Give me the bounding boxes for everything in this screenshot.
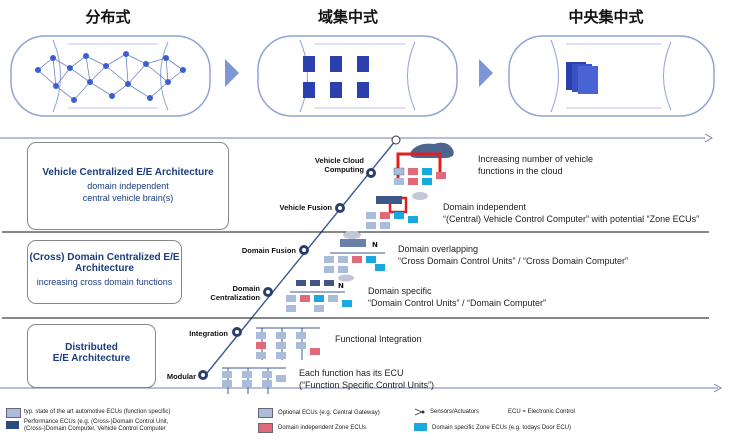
level-title-line2: Architecture	[75, 263, 134, 274]
legend-performance-ecu: Performance ECUs (e.g. (Cross-)Domain Co…	[24, 419, 168, 433]
header-central-centralized: 中央集中式	[568, 8, 644, 26]
legend-swatch-typical-ecu	[6, 408, 21, 418]
stage-label-line: Centralization	[210, 293, 260, 302]
stage-desc-integration: Functional Integration	[335, 334, 422, 344]
legend-ecu-abbrev: ECU = Electronic Control	[508, 409, 575, 415]
stage-label-line: Computing	[324, 165, 364, 174]
legend-swatch-performance-ecu	[6, 421, 19, 429]
stage-desc-line: “Domain Control Units” / “Domain Compute…	[368, 298, 547, 308]
stage-desc-line: “(Central) Vehicle Control Computer” wit…	[443, 214, 700, 224]
stage-desc-line: (“Function Specific Control Units”)	[299, 380, 435, 390]
stage-desc-line: functions in the cloud	[478, 166, 563, 176]
level-box-vehicle-centralized: Vehicle Centralized E/E Architecture dom…	[27, 142, 229, 230]
header-domain-centralized: 域集中式	[317, 8, 378, 26]
stage-desc-vehicle-fusion: Domain independent “(Central) Vehicle Co…	[443, 201, 699, 225]
legend-line: (Cross-)Domain Computer, Vehicle Control…	[24, 426, 166, 432]
stage-label-line: Vehicle Cloud	[314, 156, 364, 165]
stage-desc-domain-fusion: Domain overlapping “Cross Domain Control…	[398, 243, 628, 267]
mini-diagram-modular	[222, 367, 286, 394]
arrow-right-icon	[479, 59, 493, 87]
mini-diagram-vehicle-fusion	[366, 192, 428, 229]
stage-desc-line: Each function has its ECU	[299, 368, 404, 378]
level-subtitle: increasing cross domain functions	[36, 277, 173, 287]
sensor-actuator-icon	[414, 408, 425, 416]
stage-label-modular: Modular	[166, 372, 196, 381]
legend-typical-ecu: typ. state of the art automotive ECUs (f…	[24, 409, 171, 415]
stage-label-vehicle-cloud: Vehicle Cloud Computing	[300, 156, 364, 174]
legend-sensors: Sensors/Actuators	[430, 409, 480, 415]
legend-optional-ecu: Optional ECUs (e.g. Central Gateway)	[278, 410, 380, 416]
mini-diagram-cloud	[393, 142, 454, 185]
mini-diagram-integration	[256, 327, 320, 360]
level-title: Vehicle Centralized E/E Architecture	[42, 167, 214, 178]
stage-desc-line: Increasing number of vehicle	[478, 154, 594, 164]
stage-label-vehicle-fusion: Vehicle Fusion	[279, 203, 332, 212]
legend-swatch-optional-ecu	[258, 408, 273, 418]
legend-swatch-zone-ecu	[258, 423, 273, 433]
level-subtitle: domain independent	[87, 181, 169, 191]
car-domain-centralized-image	[257, 35, 458, 117]
level-title: (Cross) Domain Centralized E/E	[29, 252, 180, 263]
stage-desc-line: Domain specific	[368, 286, 432, 296]
header-distributed: 分布式	[85, 8, 131, 26]
legend-zone-ecu: Domain independent Zone ECUs	[278, 425, 367, 431]
car-distributed-image	[10, 35, 211, 117]
stage-label-line: Domain	[232, 284, 260, 293]
stage-label-integration: Integration	[189, 329, 228, 338]
svg-text:N: N	[372, 241, 378, 249]
stage-desc-line: Domain overlapping	[398, 244, 479, 254]
stage-desc-modular: Each function has its ECU (“Function Spe…	[299, 367, 434, 391]
stage-desc-line: “Cross Domain Control Units” / “Cross Do…	[398, 256, 629, 266]
stage-label-domain-centralization: Domain Centralization	[196, 284, 260, 302]
level-title-line2: E/E Architecture	[52, 353, 131, 364]
stage-desc-line: Domain independent	[443, 202, 527, 212]
architecture-evolution-diagram: N N	[0, 133, 723, 394]
svg-text:N: N	[338, 282, 344, 290]
stage-label-domain-fusion: Domain Fusion	[241, 246, 296, 255]
stage-desc-vehicle-cloud: Increasing number of vehicle functions i…	[478, 153, 593, 177]
arrow-right-icon	[225, 59, 239, 87]
car-central-image	[508, 35, 715, 117]
level-box-distributed: Distributed E/E Architecture	[27, 324, 156, 388]
mini-diagram-domain-centralization: N	[286, 274, 354, 312]
level-box-domain-centralized: (Cross) Domain Centralized E/E Architect…	[27, 240, 182, 304]
level-title: Distributed	[65, 342, 118, 353]
legend-line: Performance ECUs (e.g. (Cross-)Domain Co…	[24, 419, 169, 425]
level-subtitle: central vehicle brain(s)	[82, 193, 174, 203]
legend-swatch-domain-zone-ecu	[414, 423, 427, 431]
stage-desc-domain-centralization: Domain specific “Domain Control Units” /…	[368, 285, 546, 309]
legend-domain-zone-ecu: Domain specific Zone ECUs (e.g. todays D…	[432, 425, 572, 431]
mini-diagram-domain-fusion: N	[324, 231, 385, 273]
